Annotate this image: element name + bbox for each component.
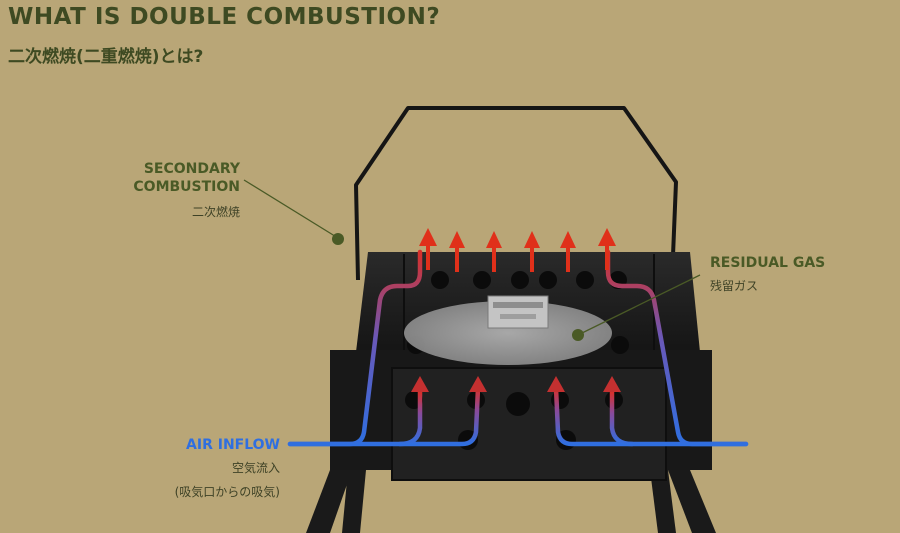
residual-gas-cloud bbox=[404, 301, 612, 365]
stove-handle bbox=[354, 106, 678, 281]
residual-gas-label: RESIDUAL GAS bbox=[710, 255, 826, 271]
stove-nameplate bbox=[487, 295, 549, 329]
air-inflow-label: AIR INFLOW bbox=[186, 437, 280, 453]
air-inflow-note-jp: (吸気口からの吸気) bbox=[174, 485, 280, 499]
secondary-label-line1: SECONDARY bbox=[143, 161, 240, 177]
leader-lines bbox=[243, 179, 701, 341]
secondary-combustion-arrows bbox=[419, 228, 616, 272]
page-title: WHAT IS DOUBLE COMBUSTION? bbox=[8, 4, 441, 30]
secondary-combustion-label-jp: 二次燃焼 bbox=[191, 205, 240, 219]
page-subtitle: 二次燃焼(二重燃焼)とは? bbox=[8, 47, 204, 67]
airflow-outer-paths bbox=[287, 249, 749, 447]
air-inflow-label-jp: 空気流入 bbox=[231, 461, 280, 475]
inner-airflow-arrowheads bbox=[411, 376, 621, 392]
secondary-combustion-label: SECONDARY COMBUSTION bbox=[100, 160, 240, 196]
secondary-label-line2: COMBUSTION bbox=[133, 179, 240, 195]
stove-legs bbox=[306, 470, 716, 533]
residual-gas-label-jp: 残留ガス bbox=[710, 279, 759, 293]
